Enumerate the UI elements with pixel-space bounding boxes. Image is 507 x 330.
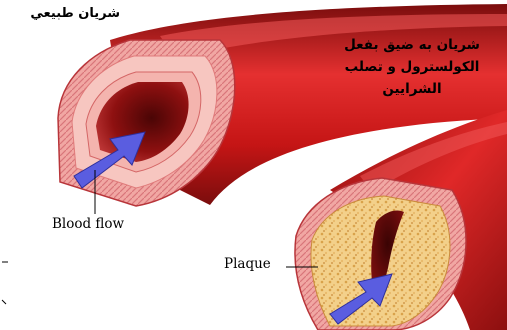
narrowed-artery [286, 110, 507, 330]
narrowed-title-line-2: الكولسترول و تصلب [334, 56, 490, 78]
normal-artery-title: شريان طبيعي [8, 6, 120, 21]
narrowed-artery-title: شريان به ضيق بفعل الكولسترول و تصلب الشر… [334, 34, 490, 100]
plaque-label: Plaque [224, 256, 271, 272]
narrowed-title-line-1: شريان به ضيق بفعل [334, 34, 490, 56]
blood-flow-label: Blood flow [52, 216, 124, 232]
narrowed-title-line-3: الشرايين [334, 78, 490, 100]
